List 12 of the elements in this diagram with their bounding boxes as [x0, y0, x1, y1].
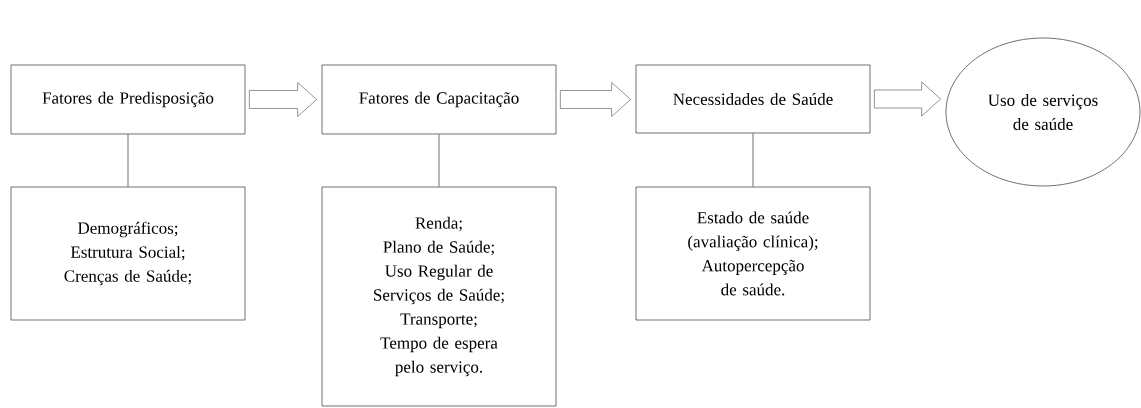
connector-line: [127, 134, 129, 187]
block-arrow: [560, 82, 631, 117]
process-box: Fatores de Predisposição: [10, 64, 246, 135]
factor-list-box: Estado de saúde (avaliação clínica); Autopercepção de saúde.: [635, 186, 871, 321]
connector-line: [752, 133, 754, 187]
block-arrow: [874, 81, 941, 117]
block-arrow: [249, 82, 317, 117]
connector-line: [438, 134, 440, 187]
process-box: Fatores de Capacitação: [321, 64, 557, 135]
factor-list-box: Demográficos; Estrutura Social; Crenças de Saúde;: [10, 186, 246, 321]
process-box: Necessidades de Saúde: [635, 64, 871, 134]
factor-list-box: Renda; Plano de Saúde; Uso Regular de Serviços de Saúde; Transporte; Tempo de espera pelo serviço.: [321, 186, 557, 407]
